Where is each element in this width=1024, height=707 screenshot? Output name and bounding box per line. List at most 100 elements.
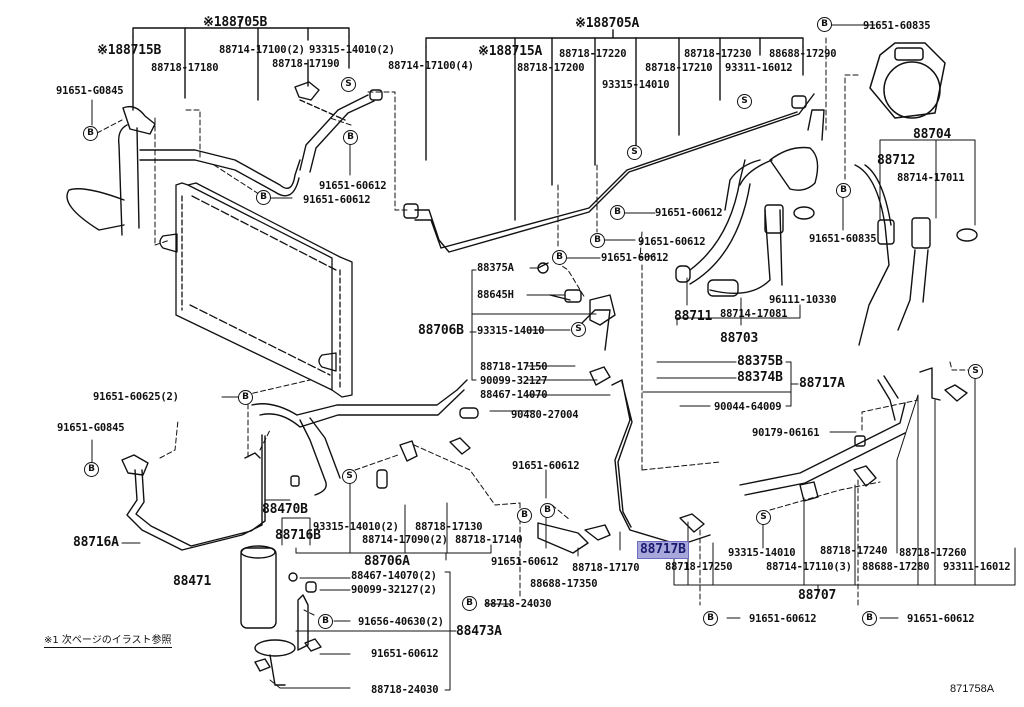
bolt-symbol: B bbox=[836, 183, 851, 198]
group-label-88706A: 88706A bbox=[364, 554, 410, 569]
bolt-symbol: B bbox=[862, 611, 877, 626]
highlighted-part-88717B[interactable]: 88717B bbox=[637, 541, 689, 559]
part-label[interactable]: 90179-06161 bbox=[752, 427, 820, 439]
bolt-symbol: B bbox=[462, 596, 477, 611]
part-label[interactable]: 91651-60835 bbox=[809, 233, 877, 245]
part-label[interactable]: 93315-14010(2) bbox=[313, 521, 399, 533]
part-label[interactable]: 91651-60612 bbox=[371, 648, 439, 660]
bolt-symbol: B bbox=[84, 462, 99, 477]
part-label[interactable]: 88718-24030 bbox=[484, 598, 552, 610]
tube-upper-center bbox=[403, 93, 815, 253]
part-label[interactable]: 91651-60612 bbox=[638, 236, 706, 248]
group-label-88716B: 88716B bbox=[275, 528, 321, 543]
hose-88715B bbox=[66, 105, 301, 236]
part-label[interactable]: 91651-60612 bbox=[512, 460, 580, 472]
part-label[interactable]: 88714-17110(3) bbox=[766, 561, 852, 573]
part-label[interactable]: 88718-17220 bbox=[559, 48, 627, 60]
part-label[interactable]: 91656-40630(2) bbox=[358, 616, 444, 628]
part-label[interactable]: 88718-17240 bbox=[820, 545, 888, 557]
part-label[interactable]: 93315-14010 bbox=[728, 547, 796, 559]
part-label[interactable]: 88374B bbox=[737, 370, 783, 385]
part-label[interactable]: 90099-32127 bbox=[480, 375, 548, 387]
part-label[interactable]: 88718-17130 bbox=[415, 521, 483, 533]
part-label[interactable]: 88467-14070 bbox=[480, 389, 548, 401]
part-label[interactable]: 88718-17210 bbox=[645, 62, 713, 74]
pipe-88716A bbox=[121, 434, 266, 551]
part-label[interactable]: 90099-32127(2) bbox=[351, 584, 437, 596]
part-label[interactable]: 88718-17170 bbox=[572, 562, 640, 574]
part-label[interactable]: 91651-60612 bbox=[303, 194, 371, 206]
part-label[interactable]: 88718-24030 bbox=[371, 684, 439, 696]
screw-symbol: S bbox=[968, 364, 983, 379]
bolt-symbol: B bbox=[552, 250, 567, 265]
part-label[interactable]: 88714-17100(4) bbox=[388, 60, 474, 72]
screw-symbol: S bbox=[571, 322, 586, 337]
group-label-88717A: 88717A bbox=[799, 376, 845, 391]
group-label-88705B: ※188705B bbox=[203, 15, 268, 30]
hose-88703 bbox=[675, 159, 815, 297]
part-label[interactable]: 91651-G0845 bbox=[57, 422, 125, 434]
bolt-symbol: B bbox=[610, 205, 625, 220]
part-label[interactable]: 88714-17090(2) bbox=[362, 534, 448, 546]
part-label[interactable]: 88688-17280 bbox=[862, 561, 930, 573]
leader-lines bbox=[91, 24, 1016, 691]
receiver-88471 bbox=[240, 545, 277, 629]
group-label-88711: 88711 bbox=[674, 309, 713, 324]
part-label[interactable]: 91651-G0845 bbox=[56, 85, 124, 97]
part-label[interactable]: 91651-60612 bbox=[491, 556, 559, 568]
part-label[interactable]: 88718-17190 bbox=[272, 58, 340, 70]
part-label[interactable]: 88718-17230 bbox=[684, 48, 752, 60]
part-label[interactable]: 88467-14070(2) bbox=[351, 570, 437, 582]
part-label[interactable]: 88375B bbox=[737, 354, 783, 369]
hose-short-top-left bbox=[294, 81, 383, 173]
screw-symbol: S bbox=[341, 77, 356, 92]
part-label[interactable]: 91651-60612 bbox=[601, 252, 669, 264]
bolt-symbol: B bbox=[817, 17, 832, 32]
part-label[interactable]: 88714-17011 bbox=[897, 172, 965, 184]
part-label[interactable]: 93315-14010(2) bbox=[309, 44, 395, 56]
part-label[interactable]: 90044-64009 bbox=[714, 401, 782, 413]
part-label[interactable]: 91651-60612 bbox=[749, 613, 817, 625]
part-label[interactable]: 90480-27004 bbox=[511, 409, 579, 421]
group-label-88705A: ※188705A bbox=[575, 16, 640, 31]
hose-88712 bbox=[854, 164, 978, 346]
bolt-symbol: B bbox=[238, 390, 253, 405]
bracket-88706B bbox=[537, 262, 616, 386]
part-label[interactable]: 93311-16012 bbox=[943, 561, 1011, 573]
group-label-88715A: ※188715A bbox=[478, 44, 543, 59]
part-label[interactable]: 88375A bbox=[477, 262, 514, 274]
group-label-88712: 88712 bbox=[877, 153, 916, 168]
part-label[interactable]: 88718-17180 bbox=[151, 62, 219, 74]
figure-id: 871758A bbox=[950, 683, 995, 695]
screw-symbol: S bbox=[342, 469, 357, 484]
part-label[interactable]: 88714-17100(2) bbox=[219, 44, 305, 56]
part-label[interactable]: 91651-60612 bbox=[907, 613, 975, 625]
part-label[interactable]: 93315-14010 bbox=[477, 325, 545, 337]
part-label[interactable]: 88718-17150 bbox=[480, 361, 548, 373]
part-label[interactable]: 88718-17140 bbox=[455, 534, 523, 546]
part-label[interactable]: 96111-10330 bbox=[769, 294, 837, 306]
bolt-symbol: B bbox=[343, 130, 358, 145]
bolt-symbol: B bbox=[256, 190, 271, 205]
part-label[interactable]: 93315-14010 bbox=[602, 79, 670, 91]
bolt-symbol: B bbox=[590, 233, 605, 248]
part-label[interactable]: 88714-17081 bbox=[720, 308, 788, 320]
part-label[interactable]: 88688-17290 bbox=[769, 48, 837, 60]
part-label[interactable]: 88718-17260 bbox=[899, 547, 967, 559]
part-label[interactable]: 88718-17250 bbox=[665, 561, 733, 573]
condenser bbox=[159, 182, 353, 398]
part-label[interactable]: 91651-60612 bbox=[319, 180, 387, 192]
part-label[interactable]: 91651-60612 bbox=[655, 207, 723, 219]
part-label[interactable]: 91651-60625(2) bbox=[93, 391, 179, 403]
part-label[interactable]: 91651-60835 bbox=[863, 20, 931, 32]
part-label[interactable]: 88645H bbox=[477, 289, 514, 301]
group-label-88471: 88471 bbox=[173, 574, 212, 589]
part-label[interactable]: 88688-17350 bbox=[530, 578, 598, 590]
part-label[interactable]: 93311-16012 bbox=[725, 62, 793, 74]
bolt-symbol: B bbox=[703, 611, 718, 626]
bracket-lower-88706A bbox=[290, 437, 705, 554]
bracket-88705A bbox=[425, 29, 804, 221]
part-label[interactable]: 88718-17200 bbox=[517, 62, 585, 74]
